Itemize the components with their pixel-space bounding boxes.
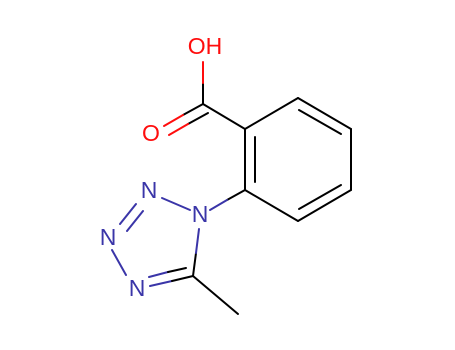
atom-label-hydroxyl: OH xyxy=(188,33,223,59)
bond-carbonyl-2-red xyxy=(168,123,189,136)
bond-ring-n1-black xyxy=(226,189,246,201)
bond-c2-c3-inner xyxy=(298,109,342,135)
atom-label-n3: N xyxy=(100,224,117,250)
bond-ring-n1-blue xyxy=(209,199,228,211)
bond-n2-n3-inner xyxy=(126,210,144,232)
bond-carbonyl-2-black xyxy=(187,112,209,125)
bond-n4-c5-inner-black xyxy=(167,267,187,273)
atom-labels-group: OH O N N N N xyxy=(100,33,223,301)
bond-c1-c2 xyxy=(244,97,299,130)
atom-label-n2: N xyxy=(141,177,158,203)
atom-label-n1: N xyxy=(192,201,209,227)
bond-n4-c5-black xyxy=(171,275,194,282)
bond-c5-n1-black xyxy=(192,252,197,277)
bond-c4-c5 xyxy=(297,189,352,222)
bond-c5-n1-blue xyxy=(195,228,200,254)
bond-n3-n4 xyxy=(111,249,127,276)
bond-n4-c5-blue xyxy=(149,280,173,287)
bond-n2-n3 xyxy=(119,203,137,225)
atom-label-carbonyl-oxygen: O xyxy=(142,120,160,146)
bond-c4-c5-inner xyxy=(298,184,342,210)
bond-n4-c5-inner-blue xyxy=(148,271,169,278)
bond-carbonyl-1-red xyxy=(163,114,184,127)
bond-carbonyl-1-black xyxy=(182,103,204,116)
bond-methyl xyxy=(192,275,239,315)
bond-c5-c6 xyxy=(244,189,299,222)
bonds-group xyxy=(111,61,352,315)
atom-label-n4: N xyxy=(129,275,146,301)
bond-n1-n2 xyxy=(161,197,191,211)
bond-ring-carboxyl xyxy=(202,103,246,130)
bond-c2-c3 xyxy=(297,97,352,130)
